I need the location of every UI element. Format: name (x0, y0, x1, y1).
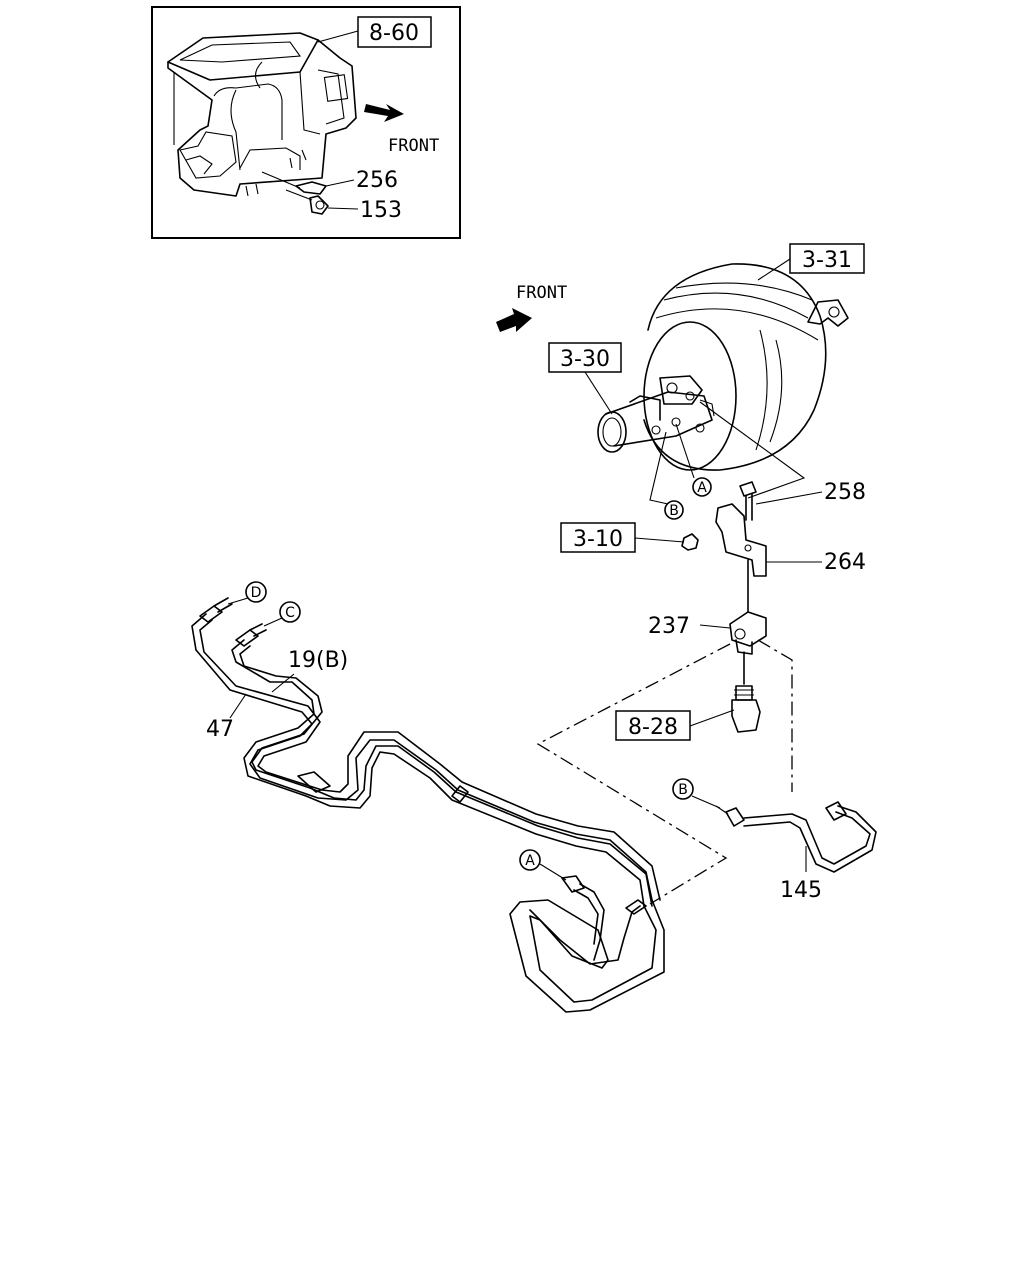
svg-text:B: B (678, 782, 688, 798)
svg-text:C: C (285, 605, 295, 621)
ref-3-30: 3-30 (560, 347, 610, 372)
brake-booster-assembly (597, 263, 849, 505)
callout-a-top: A (692, 477, 712, 497)
part-number-153: 153 (360, 198, 402, 223)
svg-text:A: A (697, 480, 707, 496)
front-arrow-icon (496, 308, 532, 332)
ref-3-31: 3-31 (802, 248, 852, 273)
part-number-258: 258 (824, 480, 866, 505)
nut-3-10-drawing (681, 533, 699, 551)
junction-237-drawing (729, 611, 767, 655)
part-number-256: 256 (356, 168, 398, 193)
part-number-264: 264 (824, 550, 866, 575)
svg-text:A: A (525, 853, 535, 869)
callout-b-top: B (664, 500, 684, 520)
callout-b-bottom: B (672, 778, 694, 800)
brake-pipe-145-drawing (715, 801, 877, 873)
ref-8-60: 8-60 (369, 21, 419, 46)
bracket-264-drawing (715, 503, 767, 613)
ref-8-28: 8-28 (628, 715, 678, 740)
part-number-47: 47 (206, 717, 234, 742)
callout-a-bottom: A (519, 849, 541, 871)
pressure-switch-drawing (731, 651, 761, 733)
brake-pipes-drawing (191, 597, 665, 1013)
callout-c: C (279, 601, 301, 623)
front-arrow-icon (364, 104, 404, 122)
svg-text:B: B (669, 503, 679, 519)
front-label-inset: FRONT (388, 136, 439, 156)
svg-text:D: D (251, 585, 262, 601)
inset-heater-unit: FRONT 8-60 256 153 (151, 6, 461, 239)
heater-unit-drawing (167, 32, 357, 215)
bolt-258-drawing (739, 481, 757, 521)
front-label-main: FRONT (516, 283, 567, 303)
part-number-145: 145 (780, 878, 822, 903)
part-number-237: 237 (648, 614, 690, 639)
ref-3-10: 3-10 (573, 527, 623, 552)
part-number-19b: 19(B) (288, 648, 348, 673)
callout-d: D (245, 581, 267, 603)
